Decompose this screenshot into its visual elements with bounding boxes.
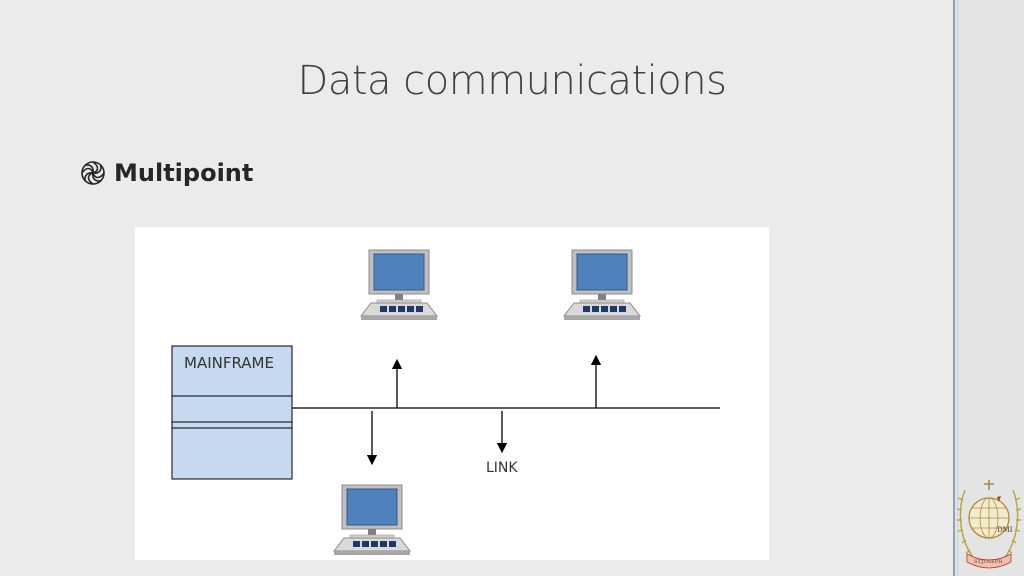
institution-logo: DMI ST.JOSEPH [956, 480, 1022, 569]
computer-icon-bottom [333, 484, 411, 556]
logo-bottom-text: ST.JOSEPH [974, 559, 1003, 565]
computer-icon-top-left [360, 249, 438, 321]
mainframe-label: MAINFRAME [184, 354, 274, 372]
bullet-item: Multipoint [80, 156, 253, 190]
bullet-text: Multipoint [114, 159, 254, 187]
link-label: LINK [486, 460, 518, 476]
computer-icon-top-right [563, 249, 641, 321]
slide-title: Data communications [297, 58, 727, 104]
mainframe-box [171, 345, 293, 480]
logo-dmi-text: DMI [997, 526, 1013, 534]
swirl-bullet-icon [81, 161, 105, 185]
